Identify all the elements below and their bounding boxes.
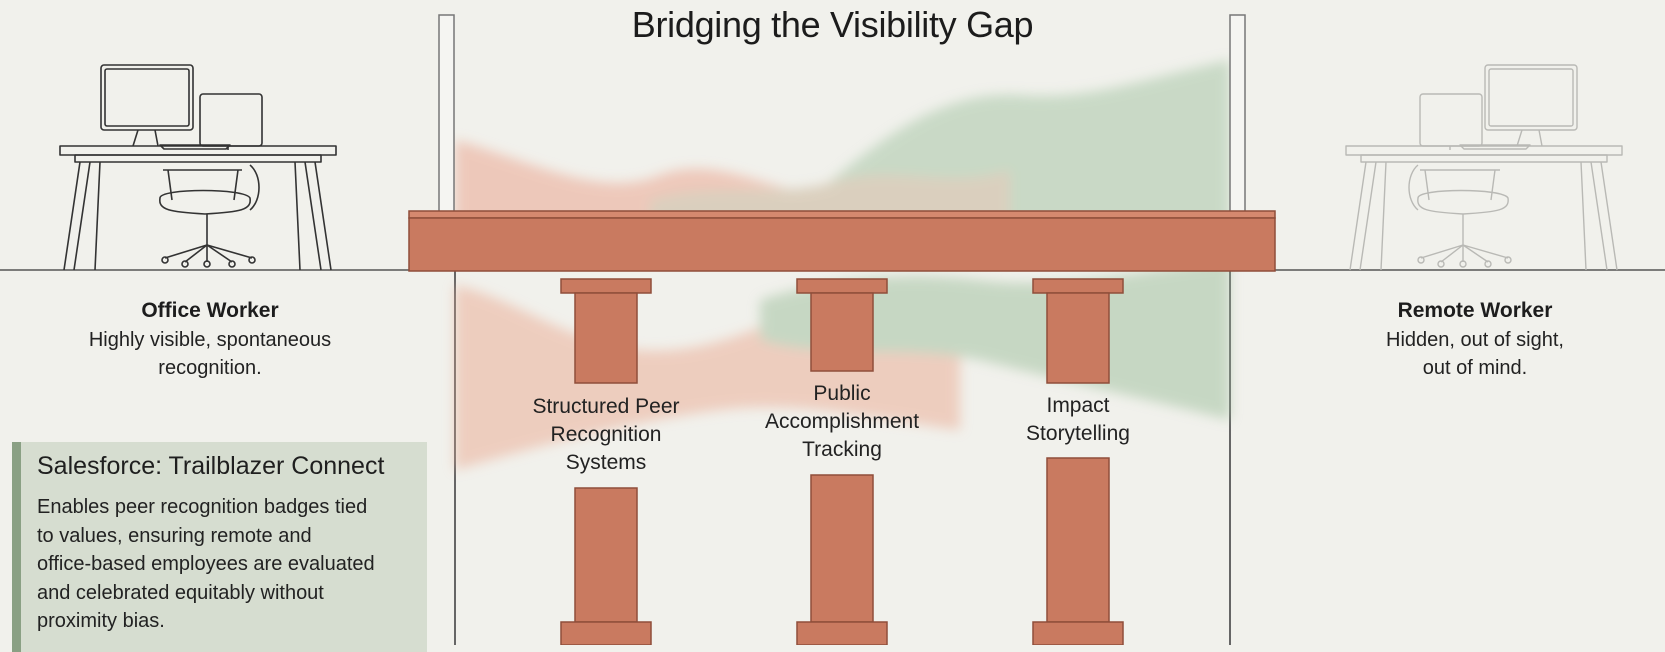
remote-worker-description-line: out of mind. xyxy=(1422,357,1528,379)
pillar-label-line: Recognition xyxy=(550,423,662,446)
office-desk-icon xyxy=(59,64,337,271)
callout-body-line: and celebrated equitably without xyxy=(37,581,324,604)
pillar-label-line: Storytelling xyxy=(1026,422,1130,445)
pillar-label-line: Accomplishment xyxy=(764,410,920,433)
page-title: Bridging the Visibility Gap xyxy=(631,4,1034,45)
pillar-label-structured-peer: Structured Peer Recognition Systems xyxy=(501,393,711,477)
pillar-label-line: Tracking xyxy=(802,438,882,461)
callout-body-line: proximity bias. xyxy=(37,610,165,632)
pillar-impact-storytelling xyxy=(1032,278,1124,645)
callout-body-line: to values, ensuring remote and xyxy=(37,524,312,547)
office-worker-description-line: Highly visible, spontaneous xyxy=(88,329,332,351)
bridge-deck xyxy=(408,210,1276,272)
pillar-label-line: Impact xyxy=(1046,394,1110,417)
callout-body-line: Enables peer recognition badges tied xyxy=(37,496,368,518)
callout-title: Salesforce: Trailblazer Connect xyxy=(37,452,385,480)
callout-body-line: office-based employees are evaluated xyxy=(37,553,375,575)
pillar-label-impact-storytelling: Impact Storytelling xyxy=(973,392,1183,448)
pillar-label-line: Public xyxy=(813,382,871,405)
remote-worker-description: Hidden, out of sight, out of mind. xyxy=(1305,326,1645,382)
pillar-public-tracking xyxy=(796,278,888,645)
pillar-structured-peer xyxy=(560,278,652,645)
pillar-label-line: Systems xyxy=(565,451,647,474)
remote-desk-icon xyxy=(1345,64,1623,271)
remote-worker-name: Remote Worker xyxy=(1397,299,1553,322)
divider-post-right xyxy=(1229,14,1246,214)
office-worker-name: Office Worker xyxy=(141,299,279,322)
case-study-callout: Salesforce: Trailblazer Connect Enables … xyxy=(12,442,427,652)
pillar-label-line: Structured Peer xyxy=(532,395,680,418)
office-worker-description: Highly visible, spontaneous recognition. xyxy=(40,326,380,382)
office-worker-description-line: recognition. xyxy=(158,357,262,379)
callout-body: Enables peer recognition badges tied to … xyxy=(37,493,415,636)
divider-post-left xyxy=(438,14,455,214)
remote-worker-description-line: Hidden, out of sight, xyxy=(1386,329,1564,351)
pillar-label-public-tracking: Public Accomplishment Tracking xyxy=(737,380,947,464)
